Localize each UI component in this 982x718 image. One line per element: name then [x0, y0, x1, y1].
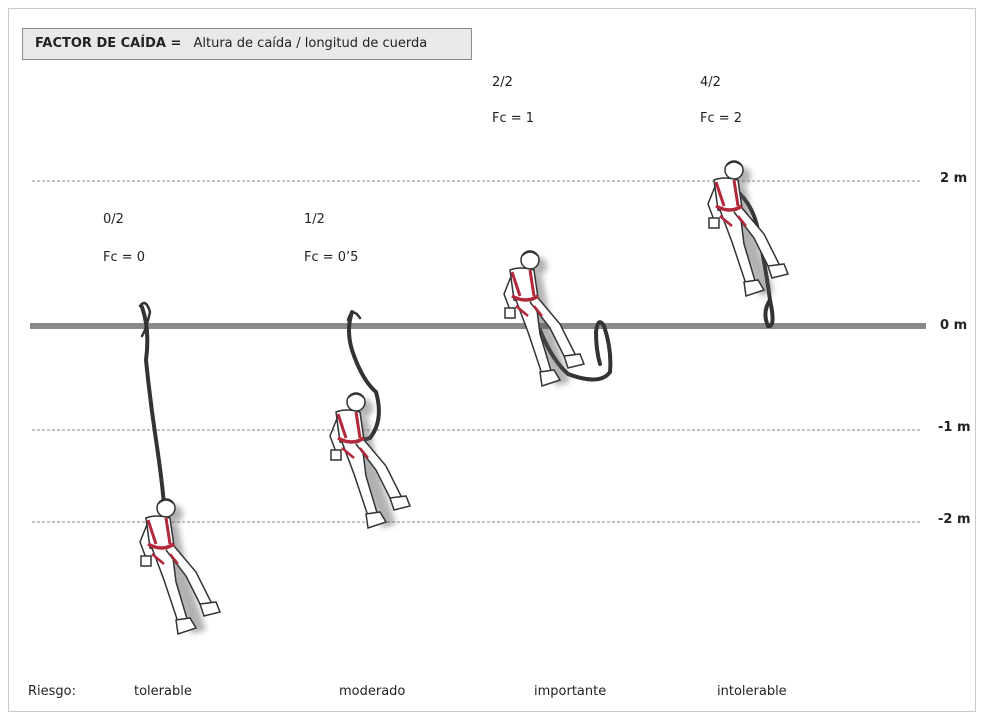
fc-label-fc05: Fc = 0’5	[304, 250, 359, 265]
risk-value-fc0: tolerable	[134, 684, 192, 699]
level-label-2m: 2 m	[940, 171, 968, 186]
level-label-0m: 0 m	[940, 318, 968, 333]
rope-fc05-loop	[346, 311, 362, 322]
header-label: FACTOR DE CAÍDA =	[35, 36, 182, 51]
level-label-minus-1m: -1 m	[938, 420, 971, 435]
risk-label: Riesgo:	[28, 684, 77, 699]
risk-value-fc2: intolerable	[717, 684, 787, 699]
ratio-label-fc2: 4/2	[700, 75, 721, 90]
level-label-minus-2m: -2 m	[938, 512, 971, 527]
risk-value-fc05: moderado	[339, 684, 406, 699]
rope-fc0	[140, 305, 166, 507]
ratio-label-fc05: 1/2	[304, 212, 325, 227]
climber-fc2	[708, 161, 788, 296]
fc-label-fc2: Fc = 2	[700, 111, 743, 126]
header-formula: Altura de caída / longitud de cuerda	[193, 36, 428, 51]
fc-label-fc0: Fc = 0	[103, 250, 146, 265]
climber-fc1	[504, 251, 584, 386]
fc-label-fc1: Fc = 1	[492, 111, 535, 126]
ratio-label-fc1: 2/2	[492, 75, 513, 90]
rope-fc2	[728, 184, 775, 329]
climber-fc0	[140, 499, 220, 634]
ropes	[138, 184, 775, 507]
risk-value-fc1: importante	[534, 684, 607, 699]
climber-fc05	[330, 393, 410, 528]
fall-factor-header: FACTOR DE CAÍDA = Altura de caída / long…	[22, 28, 472, 60]
rope-fc0-loop	[138, 301, 152, 338]
anchor-bar	[30, 323, 926, 329]
ratio-label-fc0: 0/2	[103, 212, 124, 227]
